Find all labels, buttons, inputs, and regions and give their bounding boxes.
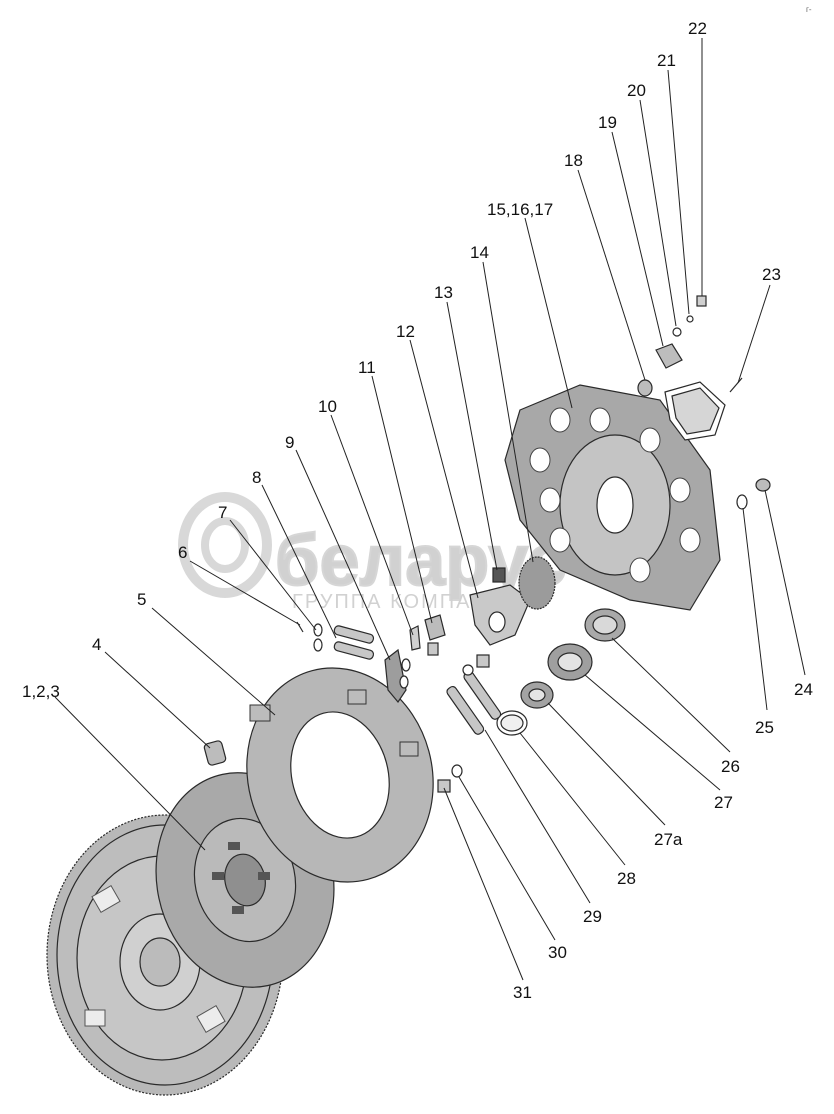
leader-15-16-17 bbox=[524, 217, 573, 409]
leader-25 bbox=[742, 507, 768, 711]
pin-4 bbox=[203, 740, 227, 766]
leader-26 bbox=[611, 637, 731, 753]
callout-30: 30 bbox=[548, 943, 567, 962]
small-parts-12-14 bbox=[469, 556, 556, 646]
callout-labels: 1,2,3 4 5 6 7 8 9 10 11 12 13 14 15,16,1… bbox=[22, 19, 813, 1002]
leader-9 bbox=[295, 449, 391, 661]
watermark-logo-inner bbox=[201, 517, 249, 573]
leader-20 bbox=[639, 99, 677, 327]
leader-27a bbox=[547, 702, 666, 826]
callout-5: 5 bbox=[137, 590, 146, 609]
callout-20: 20 bbox=[627, 81, 646, 100]
leader-21 bbox=[667, 69, 690, 315]
pressure-plate bbox=[246, 667, 434, 883]
callout-27: 27 bbox=[714, 793, 733, 812]
callout-26: 26 bbox=[721, 757, 740, 776]
leader-14 bbox=[482, 261, 534, 563]
clutch-disc bbox=[155, 772, 335, 988]
leader-23 bbox=[737, 284, 771, 384]
leader-28 bbox=[519, 732, 626, 866]
clutch-housing bbox=[504, 384, 721, 611]
watermark-logo-ring bbox=[178, 492, 272, 598]
small-parts-26-31 bbox=[437, 608, 626, 793]
callout-29: 29 bbox=[583, 907, 602, 926]
callout-18: 18 bbox=[564, 151, 583, 170]
leader-27 bbox=[584, 674, 721, 791]
callout-21: 21 bbox=[657, 51, 676, 70]
callout-25: 25 bbox=[755, 718, 774, 737]
leader-24 bbox=[764, 489, 806, 676]
leader-6 bbox=[189, 560, 301, 626]
callout-27a: 27а bbox=[654, 830, 683, 849]
leader-12 bbox=[409, 339, 479, 599]
callout-12: 12 bbox=[396, 322, 415, 341]
callout-8: 8 bbox=[252, 468, 261, 487]
leader-18 bbox=[577, 169, 646, 381]
leader-8 bbox=[261, 484, 337, 639]
watermark-brand: беларус bbox=[275, 521, 567, 601]
leader-30 bbox=[458, 776, 556, 941]
leader-5 bbox=[151, 607, 276, 716]
leader-lines bbox=[54, 38, 806, 981]
callout-13: 13 bbox=[434, 283, 453, 302]
callout-14: 14 bbox=[470, 243, 489, 262]
callout-28: 28 bbox=[617, 869, 636, 888]
callout-19: 19 bbox=[598, 113, 617, 132]
small-parts-6-11 bbox=[296, 614, 446, 704]
leader-10 bbox=[330, 414, 414, 636]
callout-11: 11 bbox=[358, 358, 376, 377]
leader-7 bbox=[229, 519, 317, 631]
leader-4 bbox=[104, 651, 211, 749]
callout-23: 23 bbox=[762, 265, 781, 284]
callout-15-16-17: 15,16,17 bbox=[487, 200, 553, 219]
small-parts-18-25 bbox=[637, 295, 771, 510]
callout-31: 31 bbox=[513, 983, 532, 1002]
callout-6: 6 bbox=[178, 543, 187, 562]
callout-9: 9 bbox=[285, 433, 294, 452]
leader-31 bbox=[443, 787, 524, 981]
leader-29 bbox=[484, 729, 591, 904]
corner-mark: г- bbox=[806, 5, 812, 14]
callout-22: 22 bbox=[688, 19, 707, 38]
callout-24: 24 bbox=[794, 680, 813, 699]
leader-1-2-3 bbox=[54, 696, 206, 851]
leader-13 bbox=[446, 301, 498, 571]
callout-1-2-3: 1,2,3 bbox=[22, 682, 60, 701]
leader-19 bbox=[611, 131, 664, 347]
callout-10: 10 bbox=[318, 397, 337, 416]
callout-4: 4 bbox=[92, 635, 101, 654]
callout-7: 7 bbox=[218, 503, 227, 522]
leader-11 bbox=[371, 375, 433, 624]
